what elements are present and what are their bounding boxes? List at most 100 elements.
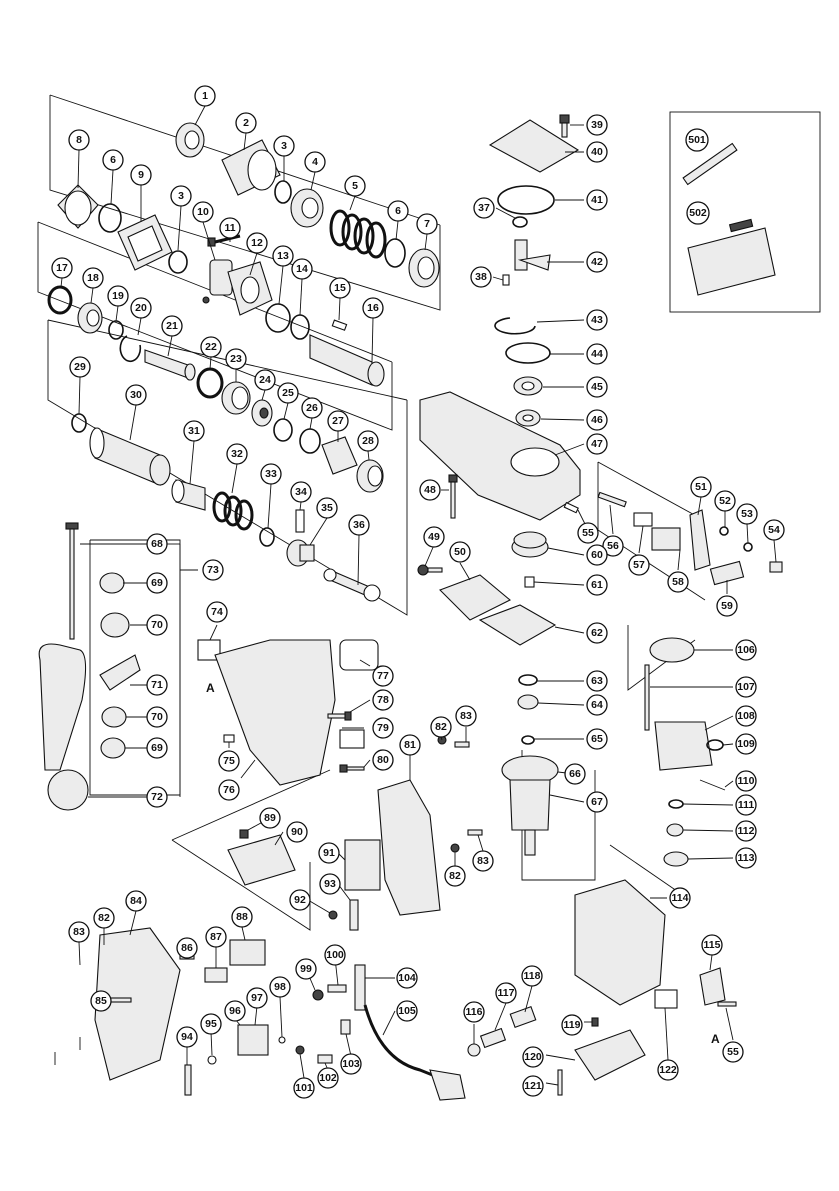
part-bubble: 122 [657,1059,679,1081]
svg-text:101: 101 [295,1082,313,1094]
svg-text:93: 93 [324,878,336,890]
svg-text:25: 25 [282,387,294,399]
part-bubble: 21 [161,315,183,337]
svg-text:17: 17 [56,262,68,274]
part-bubble: 55 [577,522,599,544]
part-bubble: 63 [586,670,608,692]
part-bubble: 117 [495,982,517,1004]
part-bubble: 92 [289,889,311,911]
svg-text:33: 33 [265,468,277,480]
part-bubble: 17 [51,257,73,279]
part-bubble: 1 [194,85,216,107]
part-bubble: 9 [130,164,152,186]
svg-text:81: 81 [404,739,416,751]
svg-text:5: 5 [352,180,358,192]
svg-text:64: 64 [591,699,603,711]
svg-text:47: 47 [591,438,603,450]
svg-text:6: 6 [110,154,116,166]
part-bubble: 55 [722,1041,744,1063]
svg-text:24: 24 [259,374,271,386]
part-bubble: 121 [522,1075,544,1097]
svg-text:117: 117 [498,987,515,999]
svg-text:73: 73 [207,564,219,576]
part-bubble: 88 [231,906,253,928]
callout-letter: A [711,1032,720,1046]
part-bubble: 32 [226,443,248,465]
part-bubble: 104 [396,967,418,989]
part-bubble: 60 [586,544,608,566]
svg-text:27: 27 [332,415,344,427]
svg-text:67: 67 [591,796,603,808]
svg-text:71: 71 [151,679,163,691]
part-bubble: 8 [68,129,90,151]
part-bubble: 48 [419,479,441,501]
part-bubble: 27 [327,410,349,432]
part-bubble: 35 [316,497,338,519]
svg-text:90: 90 [291,826,303,838]
svg-text:18: 18 [87,272,99,284]
part-bubble: 70 [146,706,168,728]
part-bubble: 18 [82,267,104,289]
svg-text:80: 80 [377,754,389,766]
part-bubble: 83 [455,705,477,727]
svg-text:28: 28 [362,435,374,447]
svg-text:63: 63 [591,675,603,687]
svg-text:32: 32 [231,448,243,460]
svg-text:23: 23 [230,353,242,365]
part-bubble: 3 [170,185,192,207]
svg-text:50: 50 [454,546,466,558]
svg-text:62: 62 [591,627,603,639]
svg-text:83: 83 [477,855,489,867]
part-bubble: 97 [246,987,268,1009]
svg-text:100: 100 [326,949,344,961]
part-bubble: 14 [291,258,313,280]
part-bubble: 68 [146,533,168,555]
callout-letter: A [206,681,215,695]
svg-text:41: 41 [591,194,603,206]
part-bubble: 118 [521,965,543,987]
part-bubble: 69 [146,737,168,759]
svg-text:55: 55 [727,1046,739,1058]
svg-text:110: 110 [738,775,755,787]
part-bubble: 108 [735,705,757,727]
part-bubble: 34 [290,481,312,503]
part-bubble: 89 [259,807,281,829]
svg-text:66: 66 [569,768,581,780]
svg-text:3: 3 [178,190,184,202]
svg-text:3: 3 [281,140,287,152]
part-bubble: 49 [423,526,445,548]
svg-text:98: 98 [274,981,286,993]
svg-text:106: 106 [737,644,755,656]
part-bubble: 83 [472,850,494,872]
svg-text:12: 12 [251,237,263,249]
svg-text:39: 39 [591,119,603,131]
svg-text:69: 69 [151,742,163,754]
svg-text:94: 94 [181,1031,193,1043]
svg-text:72: 72 [151,791,163,803]
svg-text:52: 52 [719,495,731,507]
part-bubble: 81 [399,734,421,756]
part-bubble: 58 [667,571,689,593]
part-bubble: 2 [235,112,257,134]
part-bubble: 107 [735,676,757,698]
svg-text:6: 6 [395,205,401,217]
part-bubble: 25 [277,382,299,404]
part-bubble: 50 [449,541,471,563]
svg-text:42: 42 [591,256,603,268]
part-bubble: 99 [295,958,317,980]
svg-text:19: 19 [112,290,124,302]
svg-text:116: 116 [466,1006,483,1018]
svg-text:68: 68 [151,538,163,550]
svg-text:61: 61 [591,579,603,591]
part-bubble: 74 [206,601,228,623]
part-bubble: 54 [763,519,785,541]
part-bubble: 106 [735,639,757,661]
part-bubble: 53 [736,503,758,525]
svg-text:82: 82 [435,721,447,733]
part-bubble: 37 [473,197,495,219]
svg-text:58: 58 [672,576,684,588]
part-bubble: 114 [669,887,691,909]
part-bubble: 83 [68,921,90,943]
svg-text:82: 82 [449,870,461,882]
part-bubble: 28 [357,430,379,452]
